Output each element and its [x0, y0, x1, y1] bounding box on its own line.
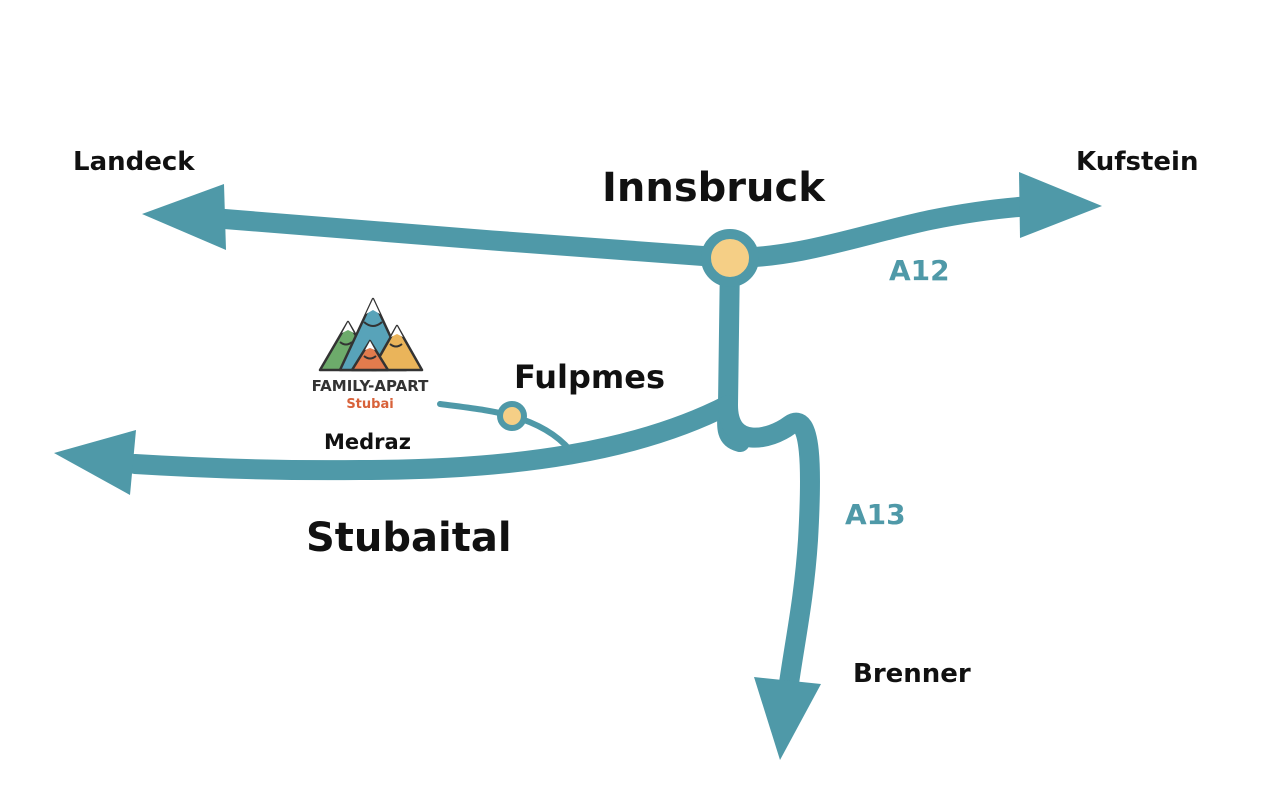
road-stubaital: [125, 395, 738, 481]
label-brenner: Brenner: [853, 659, 971, 689]
road-a13-to-brenner: [718, 395, 821, 700]
arrow-stubaital-icon: [54, 430, 136, 495]
node-fulpmes: [497, 401, 527, 431]
label-stubaital: Stubaital: [306, 515, 512, 561]
label-landeck: Landeck: [73, 147, 195, 177]
label-fulpmes: Fulpmes: [514, 358, 665, 396]
logo-subtitle: Stubai: [346, 397, 393, 412]
road-a12-to-kufstein: [720, 196, 1042, 268]
road-to-landeck: [202, 208, 740, 268]
logo-name: FAMILY-APART: [312, 377, 429, 395]
family-apart-logo-icon: [318, 297, 424, 372]
label-a12: A12: [889, 254, 950, 287]
arrow-landeck-icon: [142, 184, 226, 250]
arrow-brenner-icon: [754, 677, 821, 760]
label-medraz: Medraz: [324, 430, 411, 454]
node-innsbruck: [701, 229, 759, 287]
arrow-kufstein-icon: [1019, 172, 1102, 238]
label-innsbruck: Innsbruck: [602, 165, 826, 211]
label-kufstein: Kufstein: [1076, 147, 1198, 177]
label-a13: A13: [845, 498, 906, 531]
